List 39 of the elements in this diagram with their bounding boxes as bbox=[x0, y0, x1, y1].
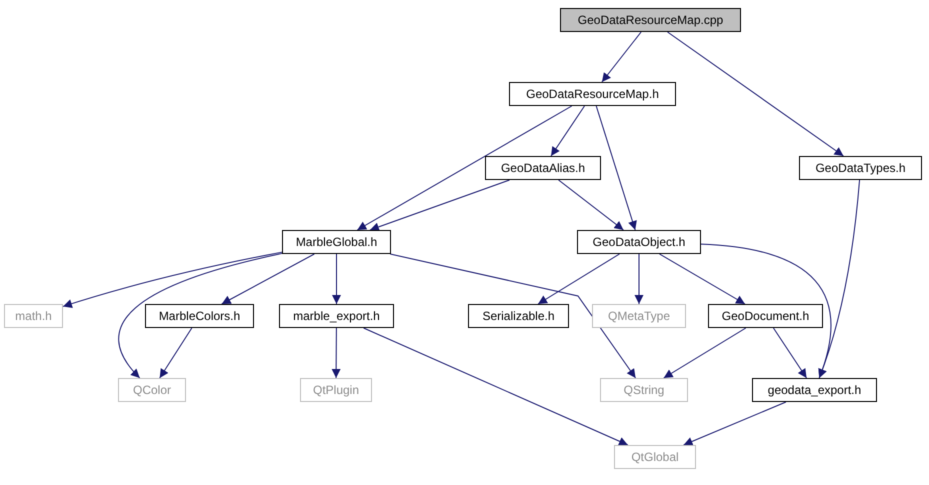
file-box: GeoDataResourceMap.h bbox=[509, 82, 676, 106]
arrow bbox=[772, 328, 808, 378]
arrow bbox=[390, 254, 636, 378]
file-box: QMetaType bbox=[592, 304, 686, 328]
arrow bbox=[663, 328, 746, 378]
arrow bbox=[596, 106, 637, 230]
arrow bbox=[159, 328, 192, 378]
arrow bbox=[550, 106, 585, 156]
arrow bbox=[659, 254, 746, 304]
arrow bbox=[369, 180, 510, 232]
file-box: Serializable.h bbox=[468, 304, 569, 328]
arrow bbox=[332, 254, 341, 304]
file-box: QColor bbox=[118, 378, 186, 402]
arrow bbox=[538, 254, 620, 304]
arrow bbox=[332, 328, 341, 378]
arrow bbox=[683, 402, 786, 446]
arrow bbox=[363, 328, 628, 446]
file-box: GeoDataTypes.h bbox=[799, 156, 922, 180]
arrow bbox=[118, 252, 282, 378]
arrow bbox=[700, 244, 832, 378]
arrow bbox=[221, 254, 315, 304]
file-box: MarbleColors.h bbox=[145, 304, 254, 328]
file-box: marble_export.h bbox=[279, 304, 394, 328]
arrow bbox=[62, 252, 282, 308]
file-box: QtGlobal bbox=[614, 445, 696, 469]
file-box: QString bbox=[600, 378, 688, 402]
file-box: GeoDataResourceMap.cpp bbox=[560, 8, 741, 32]
file-box: GeoDocument.h bbox=[708, 304, 823, 328]
file-box: GeoDataObject.h bbox=[577, 230, 701, 254]
arrow bbox=[634, 254, 644, 304]
arrow bbox=[356, 106, 572, 230]
file-box: GeoDataAlias.h bbox=[485, 156, 601, 180]
file-box: MarbleGlobal.h bbox=[282, 230, 391, 254]
file-box: geodata_export.h bbox=[752, 378, 877, 402]
arrow bbox=[558, 180, 624, 230]
arrow bbox=[667, 32, 844, 156]
arrow bbox=[601, 32, 642, 82]
file-box: math.h bbox=[4, 304, 63, 328]
file-box: QtPlugin bbox=[300, 378, 372, 402]
